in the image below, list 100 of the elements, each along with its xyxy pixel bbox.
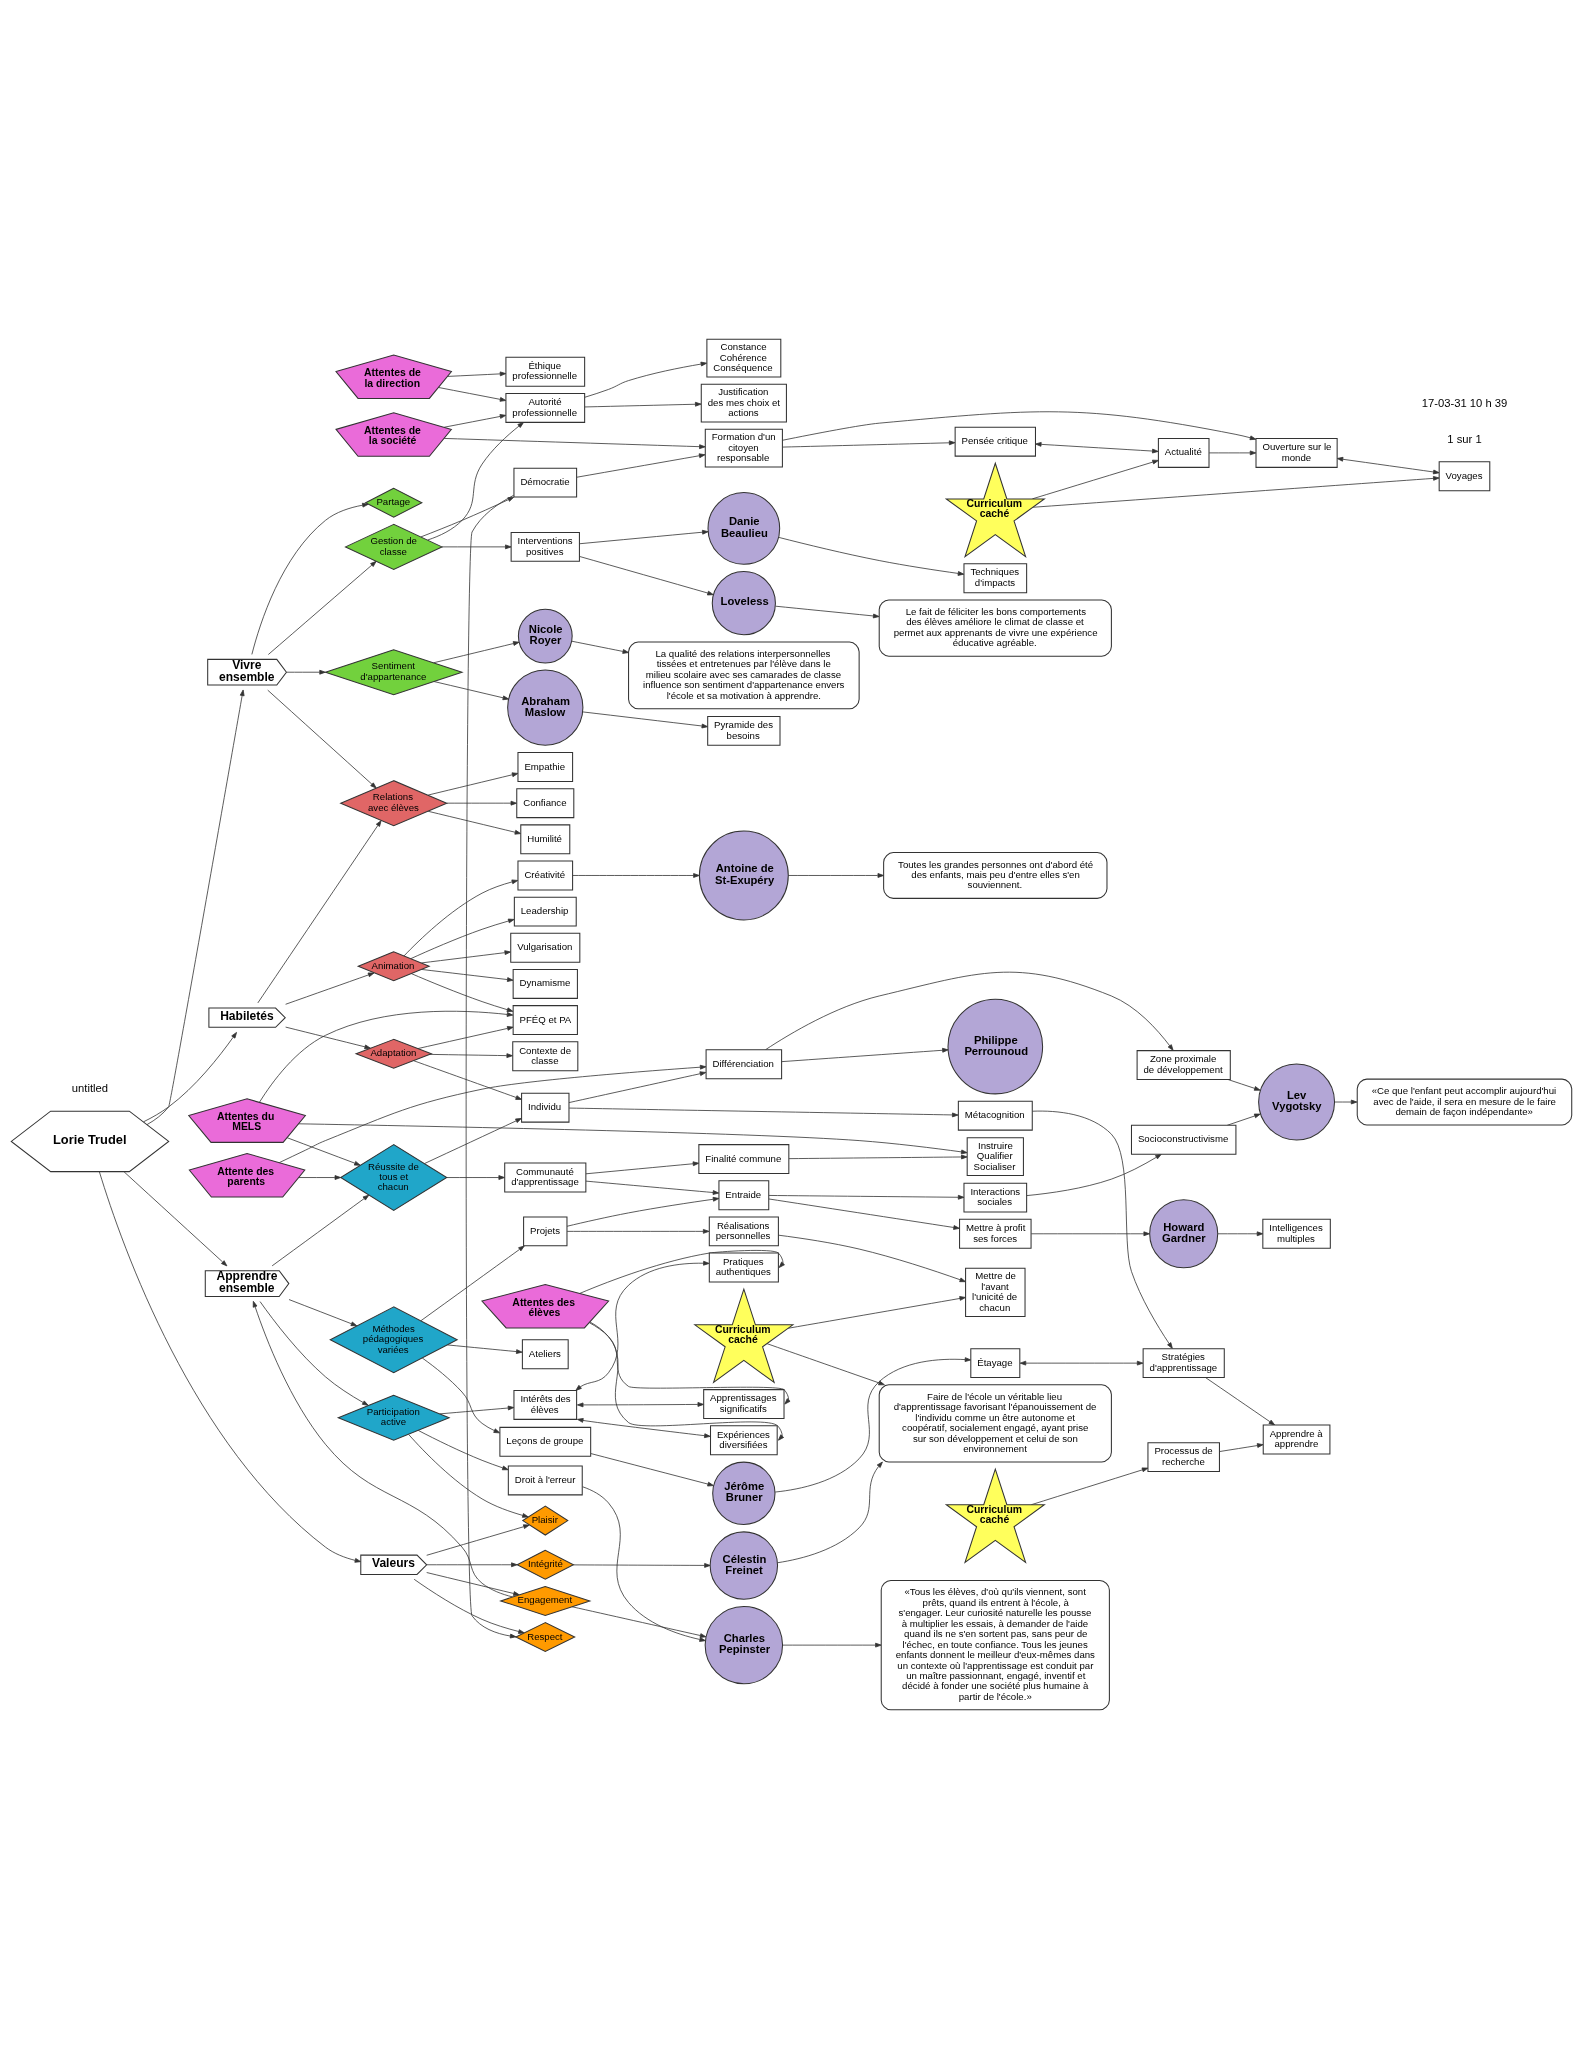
arrow — [433, 680, 510, 700]
arrow — [582, 1485, 706, 1642]
node-box: Ouverture sur le monde — [1255, 437, 1338, 468]
arrow — [566, 1196, 720, 1227]
node-box: Vulgarisation — [510, 932, 581, 963]
node-box: Faire de l'école un véritable lieu d'apprentissage favorisant l'épanouissement de l'individu comme un être autonome et coopératif, socialement engagé, ayant prise sur son développement et celui de son environnement — [878, 1383, 1112, 1462]
node-box: La qualité des relations interpersonnelles tissées et entretenues par l'élève dans le milieu scolaire avec ses camarades de classe influence son sentiment d'appartenance envers l'école et sa motivation à apprendre. — [628, 641, 860, 709]
node-box: Contexte de classe — [512, 1040, 579, 1071]
node-box: Mettre de l'avant l'unicité de chacun — [965, 1267, 1026, 1317]
node-box: Actualité — [1157, 437, 1210, 468]
node-diamond: Partage — [364, 487, 423, 518]
node-box: Empathie — [517, 751, 574, 782]
node-box: «Tous les élèves, d'où qu'ils viennent, sont prêts, quand ils entrent à l'école, à s'engager. Leur curiosité naturelle les pousse à multiplier les essais, à demander de l'aide quand ils ne s'en sortent pas, sans peur de l'échec, en toute confiance. Tous les jeunes enfants donnent le meilleur d'eux-mêmes dans un contexte où l'apprentissage est conduit par un maître passionnant, engagé, inventif et décidé à fonder une société plus humaine à partir de l'école.» — [880, 1579, 1110, 1710]
arrow — [143, 1031, 237, 1122]
node-box: Pratiques authentiques — [708, 1252, 779, 1282]
node-circle: Danie Beaulieu — [707, 491, 781, 565]
arrow — [766, 1342, 885, 1385]
arrow — [413, 1059, 522, 1100]
node-box: Constance Cohérence Conséquence — [706, 338, 782, 377]
arrow — [267, 560, 377, 655]
node-box: Étayage — [970, 1347, 1021, 1378]
arrow — [443, 437, 706, 449]
arrow — [577, 1401, 704, 1407]
arrow — [285, 972, 375, 1005]
node-box: Techniques d'impacts — [963, 562, 1028, 593]
arrow — [584, 361, 708, 398]
arrow — [1219, 1442, 1264, 1452]
node-circle: Howard Gardner — [1149, 1198, 1219, 1268]
node-box: Éthique professionnelle — [505, 356, 586, 387]
arrow — [421, 968, 514, 982]
arrow — [584, 401, 702, 407]
arrow — [285, 1026, 371, 1049]
arrow — [589, 1321, 791, 1404]
arrow — [590, 1452, 714, 1486]
node-box: Ateliers — [521, 1338, 569, 1369]
arrow — [257, 819, 382, 1003]
node-box: Mettre à profit ses forces — [959, 1218, 1032, 1249]
arrow — [778, 536, 965, 576]
node-circle: Nicole Royer — [517, 608, 573, 663]
arrow — [446, 800, 518, 806]
node-diamond: Animation — [356, 950, 431, 981]
node-box: Individu — [521, 1092, 570, 1123]
arrow — [782, 439, 956, 447]
arrow — [447, 1344, 523, 1354]
node-box: Communauté d'apprentissage — [504, 1162, 587, 1193]
arrow — [298, 1122, 968, 1154]
arrow — [1030, 1230, 1150, 1236]
node-box: Intelligences multiples — [1262, 1218, 1331, 1249]
arrow — [446, 1174, 505, 1180]
arrow — [123, 1171, 228, 1266]
arrow — [1019, 1360, 1144, 1365]
arrow — [410, 918, 515, 959]
arrow — [1334, 1099, 1358, 1104]
node-box: Voyages — [1438, 460, 1491, 491]
label: 17-03-31 10 h 39 — [1421, 396, 1508, 409]
arrow — [426, 1523, 530, 1556]
node-box: Apprendre à apprendre — [1262, 1423, 1331, 1454]
arrow — [579, 555, 714, 595]
node-circle: Jérôme Bruner — [712, 1461, 776, 1525]
arrow — [413, 1578, 525, 1634]
node-diamond: Respect — [514, 1621, 576, 1652]
node-box: Instruire Qualifier Socialiser — [966, 1136, 1024, 1176]
node-box: Entraide — [718, 1179, 770, 1210]
arrow — [298, 1174, 342, 1180]
node-box: Interventions positives — [510, 531, 580, 562]
node-diamond: Participation active — [336, 1394, 451, 1441]
arrow — [411, 972, 514, 1012]
arrow — [1035, 441, 1159, 453]
arrow — [572, 872, 700, 878]
arrow — [426, 1561, 518, 1567]
node-diamond: Sentiment d'appartenance — [323, 648, 464, 695]
arrow — [572, 1562, 711, 1568]
node-box: Leadership — [513, 896, 577, 927]
arrow — [403, 879, 519, 956]
arrow — [585, 1180, 720, 1195]
node-box: Expériences diversifiées — [710, 1424, 778, 1455]
arrow — [577, 1417, 711, 1438]
node-box: Droit à l'erreur — [507, 1464, 583, 1495]
node-box: Apprentissages significatifs — [703, 1388, 785, 1419]
node-box: Dynamisme — [512, 968, 578, 999]
arrow — [788, 1154, 968, 1159]
node-box: Pensée critique — [954, 426, 1036, 457]
arrow — [429, 1052, 513, 1058]
label: 1 sur 1 — [1447, 432, 1482, 445]
arrow — [568, 1070, 707, 1103]
node-box: Le fait de féliciter les bons comportements des élèves améliore le climat de classe et permet aux apprenants de vivre une expérience éducative agréable. — [878, 598, 1112, 657]
arrow — [1208, 450, 1257, 455]
node-box: Pyramide des besoins — [707, 715, 781, 746]
node-box: Démocratie — [513, 467, 578, 498]
arrow — [576, 452, 706, 478]
label: untitled — [71, 1081, 109, 1094]
arrow — [252, 1300, 514, 1597]
arrow — [426, 1571, 520, 1596]
arrow — [1217, 1230, 1264, 1236]
node-circle: Lev Vygotsky — [1258, 1063, 1336, 1140]
arrow — [768, 1198, 960, 1230]
arrow — [427, 810, 522, 835]
node-box: Confiance — [516, 787, 575, 818]
node-circle: Philippe Perrounoud — [947, 998, 1044, 1094]
node-box: Métacognition — [957, 1100, 1033, 1131]
